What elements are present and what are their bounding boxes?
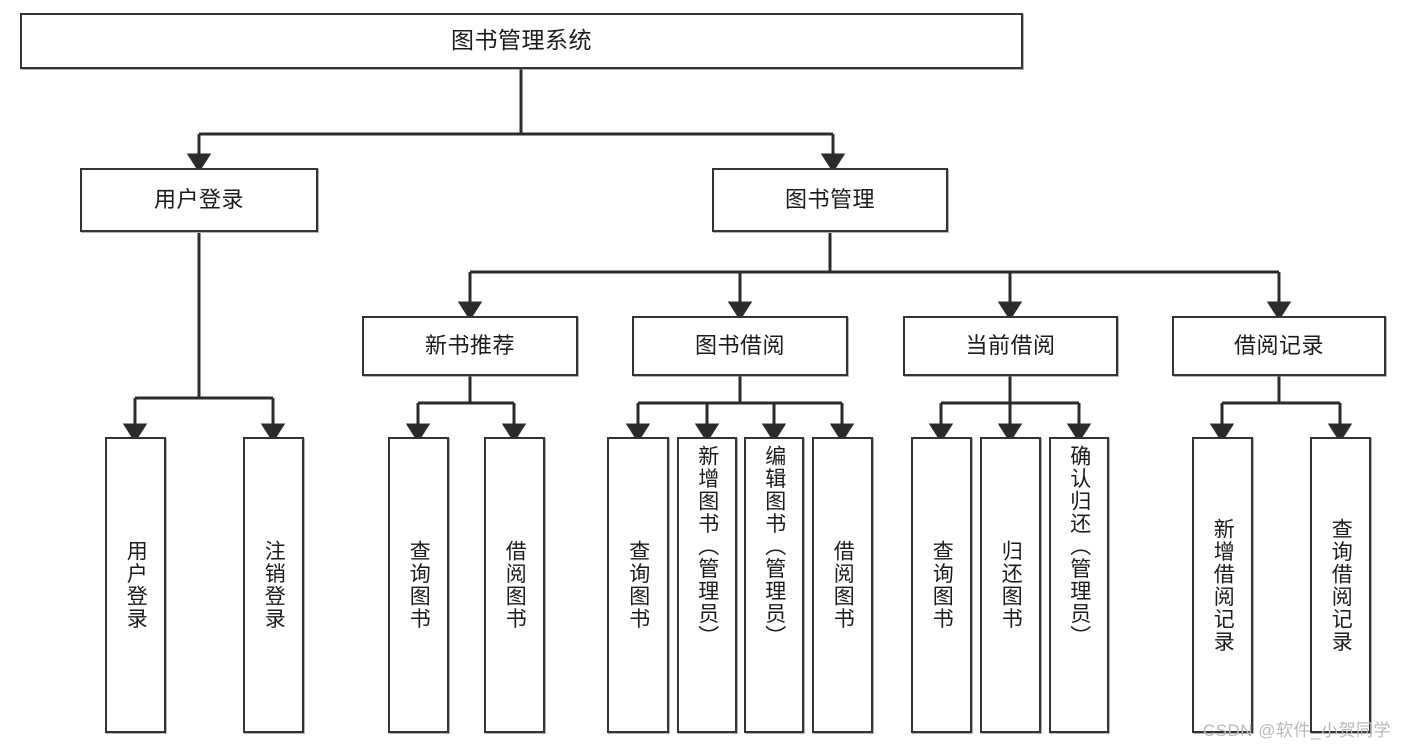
node-label: 查询图书 xyxy=(930,540,954,630)
node-label: 查询借阅记录 xyxy=(1329,517,1353,653)
leaf-new-book-borrow-book[interactable]: 借阅图书 xyxy=(484,437,545,733)
leaf-borrow-record-add-record[interactable]: 新增借阅记录 xyxy=(1192,437,1253,733)
node-label: 借阅记录 xyxy=(1233,332,1324,358)
node-label: 新书推荐 xyxy=(424,332,515,358)
node-label: 注销登录 xyxy=(262,540,286,630)
node-label: 新增图书（管理员） xyxy=(695,445,719,648)
leaf-user-login-login[interactable]: 用户登录 xyxy=(105,437,166,733)
leaf-book-borrow-borrow-book[interactable]: 借阅图书 xyxy=(812,437,873,733)
node-label: 当前借阅 xyxy=(965,332,1056,358)
node-label: 借阅图书 xyxy=(831,540,855,630)
leaf-borrow-record-query-record[interactable]: 查询借阅记录 xyxy=(1310,437,1371,733)
leaf-new-book-query-book[interactable]: 查询图书 xyxy=(388,437,449,733)
leaf-user-login-logout[interactable]: 注销登录 xyxy=(243,437,304,733)
node-label: 图书管理系统 xyxy=(451,27,592,54)
node-label: 用户登录 xyxy=(124,540,148,630)
leaf-book-borrow-add-book-admin[interactable]: 新增图书（管理员） xyxy=(677,437,737,733)
node-label: 查询图书 xyxy=(407,540,431,630)
leaf-book-borrow-edit-book-admin[interactable]: 编辑图书（管理员） xyxy=(744,437,804,733)
node-label: 编辑图书（管理员） xyxy=(762,445,786,648)
node-label: 查询图书 xyxy=(626,540,650,630)
node-current-borrow[interactable]: 当前借阅 xyxy=(903,316,1118,376)
node-label: 图书管理 xyxy=(784,186,875,212)
node-label: 借阅图书 xyxy=(503,540,527,630)
node-label: 确认归还（管理员） xyxy=(1067,445,1091,648)
node-label: 图书借阅 xyxy=(694,332,785,358)
node-book-borrow[interactable]: 图书借阅 xyxy=(632,316,848,376)
leaf-current-borrow-return-book[interactable]: 归还图书 xyxy=(980,437,1041,733)
node-book-management[interactable]: 图书管理 xyxy=(712,168,948,232)
csdn-watermark: CSDN @软件_小贺同学 xyxy=(1202,721,1391,740)
node-book-management-system[interactable]: 图书管理系统 xyxy=(20,13,1023,69)
leaf-book-borrow-query-book[interactable]: 查询图书 xyxy=(607,437,669,733)
node-new-book-recommend[interactable]: 新书推荐 xyxy=(362,316,578,376)
node-label: 用户登录 xyxy=(153,186,244,212)
node-label: 归还图书 xyxy=(999,540,1023,630)
node-user-login[interactable]: 用户登录 xyxy=(80,168,318,232)
leaf-current-borrow-query-book[interactable]: 查询图书 xyxy=(911,437,972,733)
node-label: 新增借阅记录 xyxy=(1211,517,1235,653)
leaf-current-borrow-confirm-return-admin[interactable]: 确认归还（管理员） xyxy=(1049,437,1109,733)
node-borrow-record[interactable]: 借阅记录 xyxy=(1172,316,1386,376)
